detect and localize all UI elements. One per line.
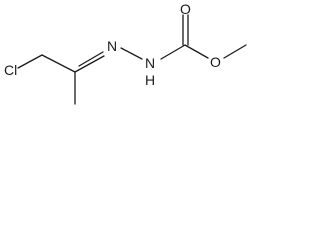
bond-c-n-double-outer — [74, 55, 105, 73]
bond-c-n-double-inner — [78, 51, 104, 67]
bond-c-o-ester — [184, 44, 209, 59]
carbonyl-oxygen-label: O — [180, 1, 191, 17]
imine-nitrogen-label: N — [107, 38, 117, 54]
bond-nh-c — [160, 44, 186, 60]
bond-n-nh — [120, 47, 143, 60]
bond-o-methyl — [223, 44, 247, 59]
amine-hydrogen-label: H — [145, 72, 155, 88]
bond-cl-ch2 — [17, 54, 43, 69]
ester-oxygen-label: O — [210, 54, 221, 70]
chlorine-atom-label: Cl — [4, 62, 17, 78]
amine-nitrogen-label: N — [145, 55, 155, 71]
chemical-structure: Cl N N H O O — [4, 1, 247, 105]
bond-ch2-c — [41, 54, 76, 73]
